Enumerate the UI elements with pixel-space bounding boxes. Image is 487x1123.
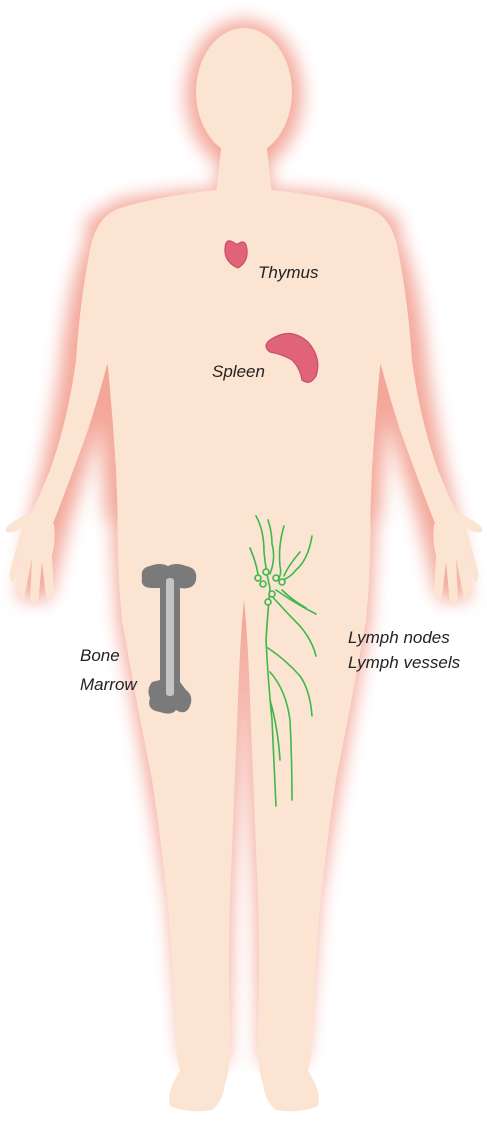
body-silhouette xyxy=(6,20,483,1111)
spleen-label: Spleen xyxy=(212,362,265,381)
bone-label-line2: Marrow xyxy=(80,675,138,694)
lymph-label-line1: Lymph nodes xyxy=(348,628,450,647)
body-skin xyxy=(6,28,483,1111)
bone-label-line1: Bone xyxy=(80,646,120,665)
lymph-label-line2: Lymph vessels xyxy=(348,653,461,672)
thymus-label: Thymus xyxy=(258,263,319,282)
